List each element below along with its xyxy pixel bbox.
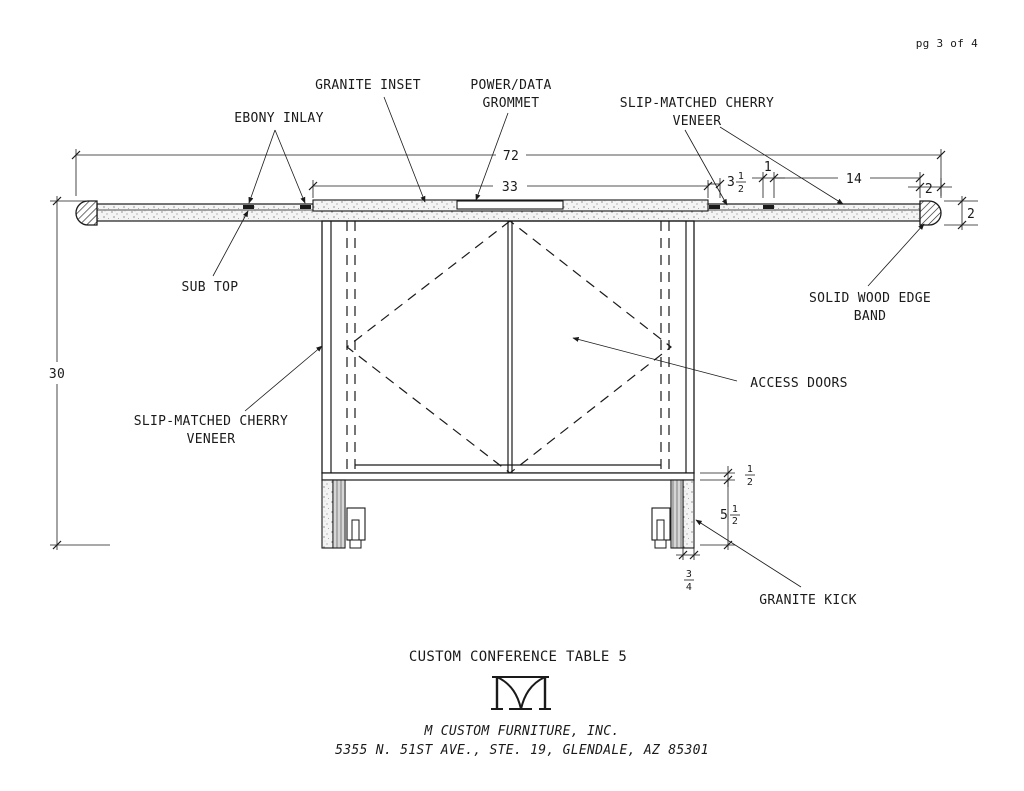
- callouts: GRANITE INSET POWER/DATA GROMMET EBONY I…: [134, 78, 931, 608]
- label-slip-veneer-top-line2: VENEER: [673, 114, 722, 129]
- dim-veneer-width: 14: [846, 172, 862, 187]
- dim-inlay-offset: 3: [727, 175, 735, 190]
- company-address: 5355 N. 51ST AVE., STE. 19, GLENDALE, AZ…: [335, 743, 709, 758]
- label-slip-veneer-top-line1: SLIP-MATCHED CHERRY: [620, 96, 774, 111]
- label-slip-veneer-side-line2: VENEER: [187, 432, 236, 447]
- dim-gap: 1: [747, 464, 753, 475]
- edge-band-left: [75, 200, 98, 226]
- cabinet-base: [321, 220, 695, 474]
- dim-overall-width: 72: [503, 149, 519, 164]
- svg-text:1: 1: [738, 171, 744, 182]
- svg-text:4: 4: [686, 582, 692, 593]
- dim-kick-thickness: 3: [686, 569, 692, 580]
- dimensions: 72 33 3 1 2 1 14 2: [49, 149, 978, 593]
- dim-overall-height: 30: [49, 367, 65, 382]
- title-block: CUSTOM CONFERENCE TABLE 5 M CUSTOM FURNI…: [335, 649, 709, 758]
- label-granite-inset: GRANITE INSET: [315, 78, 421, 93]
- label-ebony-inlay: EBONY INLAY: [234, 111, 323, 126]
- ebony-inlay-right-2: [763, 205, 774, 209]
- label-grommet-line2: GROMMET: [483, 96, 540, 111]
- label-sub-top: SUB TOP: [182, 280, 239, 295]
- svg-text:1: 1: [732, 504, 738, 515]
- label-grommet-line1: POWER/DATA: [470, 78, 551, 93]
- label-granite-kick: GRANITE KICK: [759, 593, 857, 608]
- dim-edge-band: 2: [925, 182, 933, 197]
- ebony-inlay-left-2: [300, 205, 311, 209]
- svg-text:2: 2: [747, 477, 753, 488]
- label-edge-band-line2: BAND: [854, 309, 887, 324]
- dim-granite-width: 33: [502, 180, 518, 195]
- granite-kick: [321, 472, 695, 549]
- label-slip-veneer-side-line1: SLIP-MATCHED CHERRY: [134, 414, 288, 429]
- edge-band-right: [919, 200, 942, 226]
- svg-text:2: 2: [738, 184, 744, 195]
- dim-kick-height: 5: [720, 508, 728, 523]
- svg-text:2: 2: [732, 516, 738, 527]
- page-number: pg 3 of 4: [916, 37, 978, 50]
- dim-inlay-width: 1: [764, 160, 772, 175]
- ebony-inlay-left-1: [243, 205, 254, 209]
- drawing-title: CUSTOM CONFERENCE TABLE 5: [409, 649, 627, 665]
- label-edge-band-line1: SOLID WOOD EDGE: [809, 291, 931, 306]
- label-access-doors: ACCESS DOORS: [750, 376, 848, 391]
- table-top: [75, 199, 942, 226]
- company-name: M CUSTOM FURNITURE, INC.: [423, 724, 619, 739]
- access-doors-swing: [346, 220, 672, 474]
- ebony-inlay-right-1: [709, 205, 720, 209]
- dim-top-thickness: 2: [967, 207, 975, 222]
- company-logo: [491, 676, 551, 710]
- power-data-grommet: [456, 200, 564, 210]
